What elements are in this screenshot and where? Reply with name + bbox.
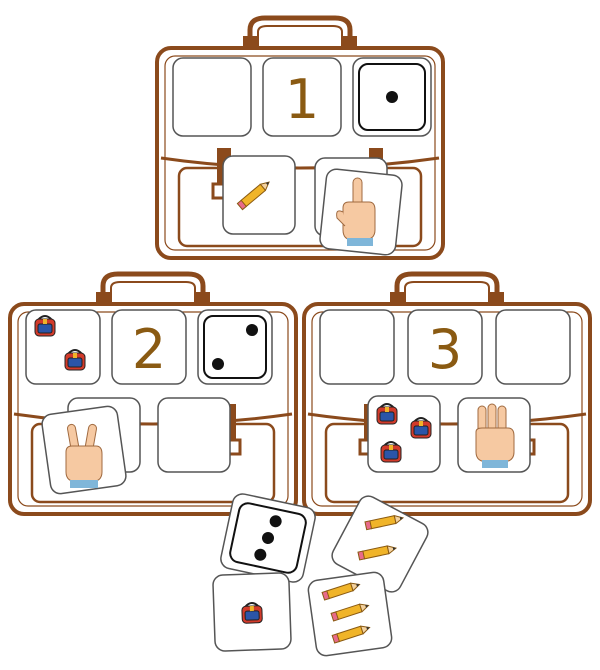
bag-number: 2 bbox=[132, 318, 166, 381]
hand-card-2[interactable] bbox=[41, 397, 141, 495]
die-card-2[interactable] bbox=[197, 309, 273, 385]
hand-three-fingers-icon bbox=[475, 403, 515, 468]
hand-card-1[interactable] bbox=[314, 157, 403, 256]
loose-pencil-card-3[interactable] bbox=[307, 571, 393, 657]
backpack-icon bbox=[240, 601, 264, 625]
slot-empty[interactable] bbox=[319, 309, 395, 385]
loose-backpack-card-1[interactable] bbox=[212, 572, 292, 652]
pocket-slot-empty[interactable] bbox=[157, 397, 231, 473]
bag-3: 3 bbox=[304, 274, 590, 514]
backpack-icon bbox=[64, 349, 86, 371]
die-pip bbox=[212, 358, 224, 370]
slot-empty[interactable] bbox=[495, 309, 571, 385]
die-card-1[interactable] bbox=[352, 57, 432, 137]
backpack-icon bbox=[376, 403, 398, 425]
backpack-card-3[interactable] bbox=[367, 395, 441, 473]
die-pip bbox=[254, 548, 267, 561]
backpack-icon bbox=[34, 315, 56, 337]
die-pip bbox=[269, 515, 282, 528]
backpack-card-2[interactable] bbox=[25, 309, 101, 385]
number-card bbox=[407, 309, 483, 385]
bag-number: 3 bbox=[428, 318, 462, 381]
hand-one-finger-icon bbox=[336, 177, 376, 246]
backpack-icon bbox=[380, 441, 402, 463]
loose-die-card-3[interactable] bbox=[219, 492, 317, 584]
backpack-icon bbox=[410, 417, 432, 439]
die-pip bbox=[262, 532, 274, 544]
hand-two-fingers-icon bbox=[65, 423, 103, 488]
bag-2: 2 bbox=[10, 274, 296, 514]
bag-number: 1 bbox=[285, 68, 319, 131]
die-pip bbox=[246, 324, 258, 336]
number-card bbox=[262, 57, 342, 137]
slot-empty[interactable] bbox=[172, 57, 252, 137]
die-pip bbox=[386, 91, 398, 103]
bag-1: 1 bbox=[157, 18, 443, 258]
number-card bbox=[111, 309, 187, 385]
pencil-card-1[interactable] bbox=[222, 155, 296, 235]
hand-card-3[interactable] bbox=[457, 397, 531, 473]
